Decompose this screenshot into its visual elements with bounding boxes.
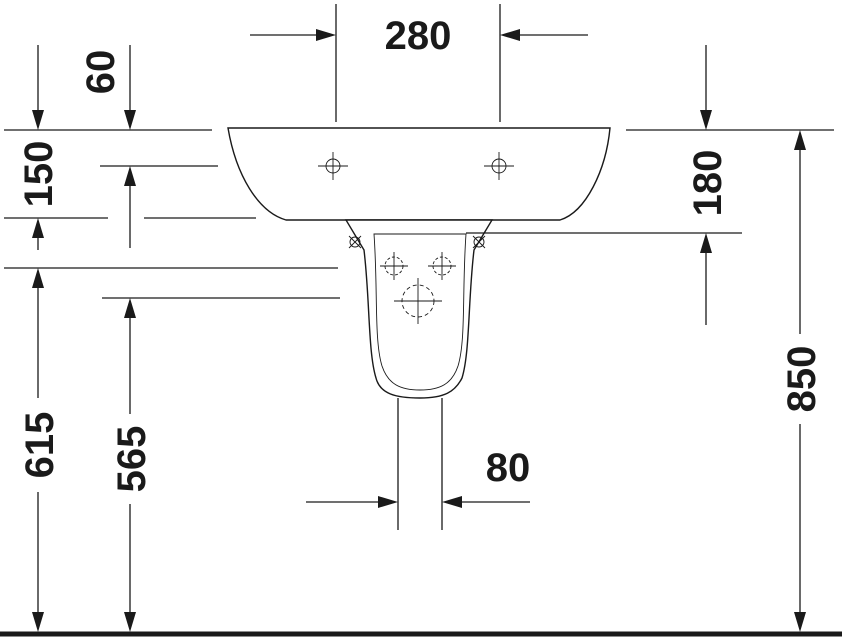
- dimension-565-arrows: [124, 298, 136, 632]
- washbasin: [227, 127, 611, 235]
- dimension-label-180: 180: [686, 150, 730, 217]
- dimension-label-850: 850: [780, 346, 824, 413]
- dimension-label-615: 615: [18, 412, 62, 479]
- dimension-60-arrows: [124, 45, 136, 248]
- dimension-label-280: 280: [385, 14, 452, 58]
- basin-outline: [227, 127, 611, 221]
- pedestal-inner-outline: [373, 233, 467, 391]
- extension-lines: [4, 4, 834, 530]
- fixing-bolt-right-icon: [472, 235, 486, 249]
- pedestal: [344, 219, 494, 399]
- dimension-label-60: 60: [79, 50, 123, 95]
- waste-outlet-icon: [394, 278, 442, 324]
- dimension-label-150: 150: [17, 141, 61, 208]
- supply-valve-left-icon: [380, 252, 408, 280]
- dimension-615-arrows: [32, 268, 44, 632]
- pedestal-outline: [344, 219, 494, 399]
- dimension-180-arrows: [700, 45, 712, 325]
- dimension-label-80: 80: [486, 446, 531, 490]
- dimension-280-arrows: [250, 29, 588, 41]
- tap-hole-right-icon: [484, 152, 514, 180]
- dimension-label-565: 565: [110, 426, 154, 493]
- dimension-150-arrows: [32, 45, 44, 250]
- dimension-850-arrows: [794, 130, 806, 632]
- tap-hole-left-icon: [318, 152, 348, 180]
- supply-valve-right-icon: [428, 252, 456, 280]
- dimension-80-arrows: [306, 496, 530, 508]
- fixing-bolt-left-icon: [348, 235, 362, 249]
